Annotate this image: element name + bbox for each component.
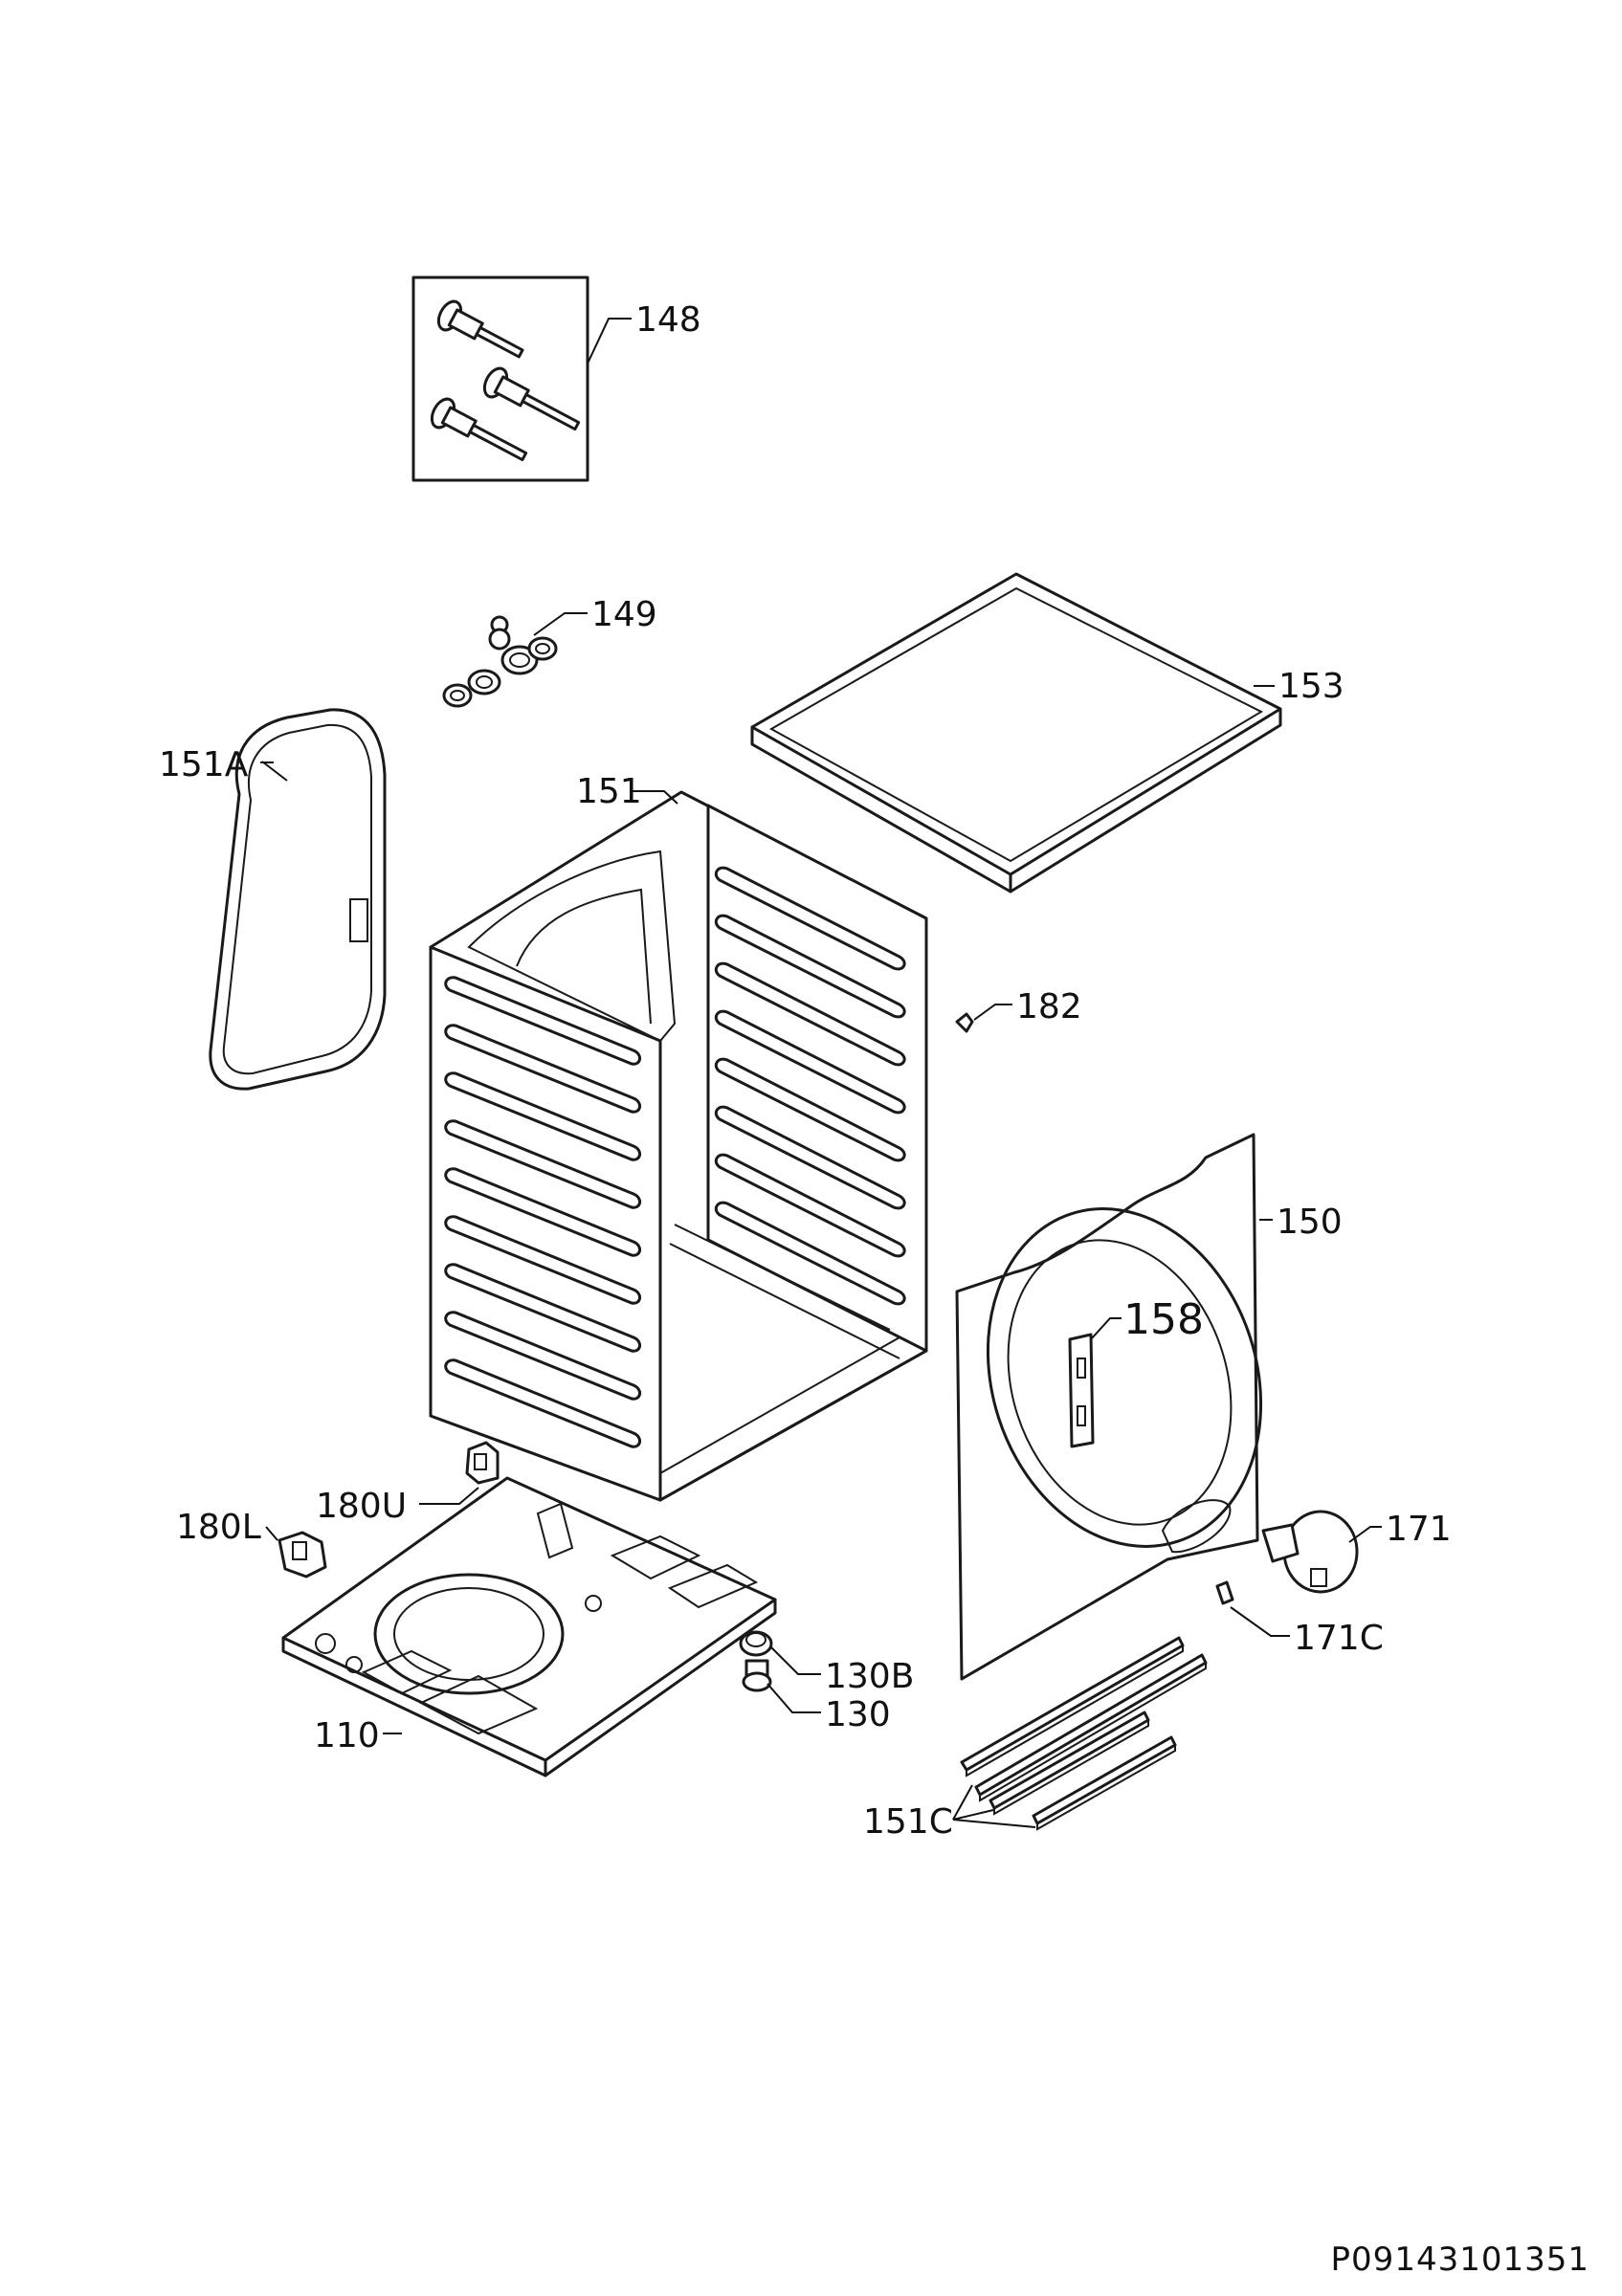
label-149: 149 xyxy=(591,595,657,634)
part-149-caps xyxy=(442,612,588,708)
part-171-door-lock xyxy=(1261,1510,1382,1594)
part-151-cabinet xyxy=(429,790,928,1502)
label-171C: 171C xyxy=(1294,1619,1384,1658)
label-148: 148 xyxy=(635,300,701,340)
label-151: 151 xyxy=(576,772,642,811)
part-171C-pin xyxy=(1215,1580,1290,1637)
part-110-base xyxy=(281,1476,777,1777)
part-148-transport-bolts xyxy=(411,276,632,482)
label-150: 150 xyxy=(1277,1203,1343,1242)
part-180U-bracket xyxy=(419,1441,500,1505)
part-labels: 148 149 153 151A 151 182 150 158 180U 18… xyxy=(159,300,1452,1842)
label-180U: 180U xyxy=(316,1487,407,1526)
left-panel-ribs xyxy=(444,976,641,1448)
part-182-clip xyxy=(955,1004,1012,1033)
part-153-top-lid xyxy=(750,572,1282,894)
part-151A-rear-frame xyxy=(209,708,387,1091)
label-130: 130 xyxy=(825,1695,891,1734)
document-code: P09143101351 xyxy=(1330,2241,1589,2279)
label-151C: 151C xyxy=(863,1802,953,1842)
label-130B: 130B xyxy=(825,1657,914,1696)
part-130B-foot-cap xyxy=(739,1630,821,1675)
label-171: 171 xyxy=(1386,1510,1452,1549)
part-158-hinge-plate xyxy=(1068,1317,1122,1448)
label-158: 158 xyxy=(1123,1295,1204,1344)
part-130-foot xyxy=(742,1659,821,1713)
label-110: 110 xyxy=(314,1716,380,1755)
label-151A: 151A xyxy=(159,745,249,784)
label-180L: 180L xyxy=(176,1508,261,1547)
part-150-front-panel xyxy=(955,1133,1273,1681)
label-153: 153 xyxy=(1278,667,1344,706)
part-151C-strips xyxy=(952,1636,1208,1831)
label-182: 182 xyxy=(1016,987,1082,1027)
part-180L-bracket xyxy=(265,1526,327,1578)
right-panel-ribs xyxy=(714,866,906,1306)
